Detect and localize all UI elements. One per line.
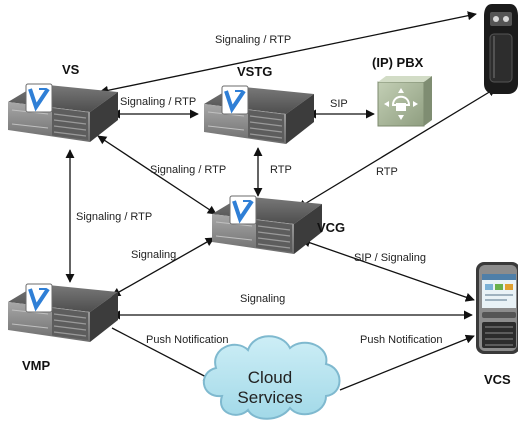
cloud-label-line1: Cloud [247,368,293,387]
edge-label-vcg-phone: RTP [376,166,398,178]
vs-label: VS [62,62,80,77]
edge-vcg-phone [297,87,497,209]
edge-cloud-vcs [339,334,475,391]
vcg-server-icon [210,194,324,256]
vstg-server-icon [202,84,316,146]
vcg-label: VCG [317,220,346,235]
edge-label-vcg-vcs: SIP / Signaling [354,252,426,264]
edge-vcg-vcs [301,238,475,302]
vstg-label: VSTG [237,64,273,79]
edge-label-vmp-vcs: Signaling [240,293,286,305]
vmp-server-icon [6,282,120,344]
edge-label-vs-vcg: Signaling / RTP [150,164,227,176]
edge-label-vstg-vcg: RTP [270,164,292,176]
vcs-label: VCS [484,372,511,387]
edge-vmp-cloud [111,327,213,381]
edge-label-vstg-pbx: SIP [330,98,348,110]
edge-label-cloud-vcs: Push Notification [360,334,443,346]
vs-server-icon [6,82,120,144]
edge-vs-vcg [97,135,217,215]
cloud-services-label: Cloud Services [212,368,328,408]
edge-vcg-vmp [111,237,215,297]
edge-label-vs-vstg: Signaling / RTP [120,96,197,108]
vmp-label: VMP [22,358,51,373]
cloud-icon [202,335,341,420]
pbx-label: (IP) PBX [372,55,424,70]
smartphone-icon [476,262,518,354]
edge-vs-phone [99,11,477,95]
edge-label-vs-phone: Signaling / RTP [215,34,292,46]
cloud-label-line2: Services [237,388,303,407]
edge-label-vs-vmp: Signaling / RTP [76,211,153,223]
desk-phone-icon [484,4,518,94]
edge-label-vmp-cloud: Push Notification [146,334,229,346]
edge-label-vcg-vmp: Signaling [131,249,177,261]
edges [65,11,497,391]
pbx-phone-icon [377,76,432,127]
